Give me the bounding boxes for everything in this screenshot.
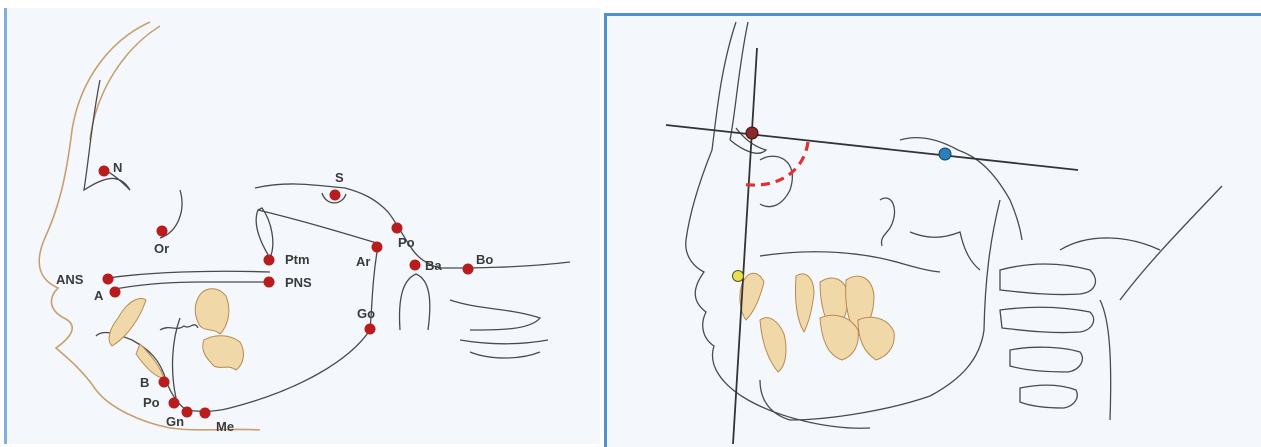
vertebra-c2 bbox=[1000, 307, 1094, 332]
cervical-column bbox=[1100, 300, 1111, 420]
occipital bbox=[1060, 238, 1160, 250]
a-point bbox=[733, 271, 744, 282]
nasion-point bbox=[746, 127, 758, 139]
mandible bbox=[760, 200, 1000, 420]
frankfort-line bbox=[666, 125, 1078, 170]
lower-molar bbox=[858, 317, 894, 360]
lower-incisor bbox=[760, 318, 786, 372]
nasion-perpendicular-line bbox=[733, 48, 757, 444]
dentition bbox=[740, 273, 894, 372]
porion-point bbox=[939, 148, 951, 160]
neck-line bbox=[1120, 186, 1222, 300]
pterygoid bbox=[880, 198, 895, 246]
upper-canine bbox=[795, 274, 814, 332]
vertebra-c1 bbox=[1000, 264, 1095, 295]
vertebra-c4 bbox=[1020, 385, 1077, 408]
vertebra-c3 bbox=[1010, 347, 1082, 372]
palate-line bbox=[760, 252, 940, 272]
frontal-inner bbox=[730, 22, 748, 140]
sphenoid bbox=[910, 232, 980, 270]
